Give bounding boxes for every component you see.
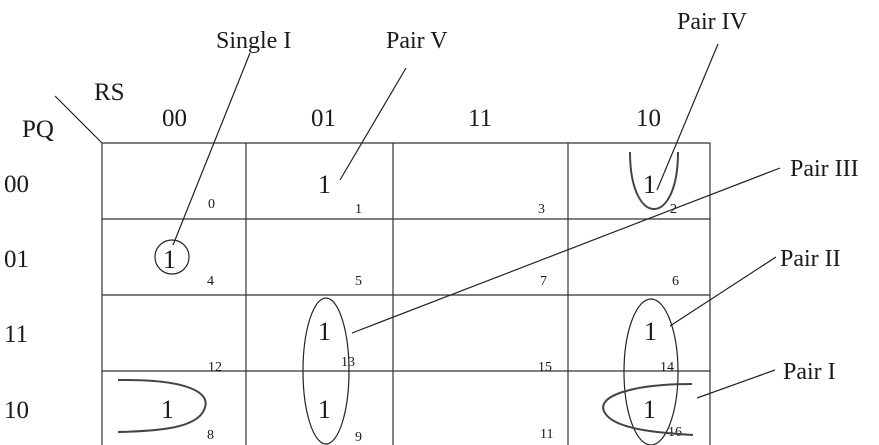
cell-index: 12 — [208, 360, 222, 375]
cell-value: 1 — [318, 170, 331, 199]
pair-i-wrap-left — [117, 378, 207, 433]
row-header-10: 10 — [4, 397, 29, 424]
pair-v-ellipse — [302, 297, 350, 445]
cell-index: 15 — [538, 360, 552, 375]
pair-i-label: Pair I — [783, 359, 836, 385]
cell-index: 9 — [355, 430, 362, 445]
col-header-11: 11 — [468, 105, 492, 132]
cell-value: 1 — [163, 245, 176, 274]
cell-index: 16 — [668, 425, 682, 440]
pair-iii-label: Pair III — [790, 156, 859, 182]
cell-index: 13 — [341, 355, 355, 370]
cell-value: 1 — [644, 317, 657, 346]
pair-iv-wrap — [629, 151, 679, 210]
row-variable-label: PQ — [22, 116, 54, 143]
pair-i-leader — [696, 369, 776, 399]
cell-index: 14 — [660, 360, 674, 375]
cell-index: 3 — [538, 202, 545, 217]
cell-value: 1 — [161, 395, 174, 424]
map-grid — [101, 142, 711, 445]
cell-index: 5 — [355, 274, 362, 289]
pair-v-label: Pair V — [386, 28, 448, 54]
cell-value: 1 — [318, 395, 331, 424]
single-i-leader — [172, 52, 251, 246]
cell-index: 1 — [355, 202, 362, 217]
pair-ii-label: Pair II — [780, 246, 841, 272]
row-header-11: 11 — [4, 321, 28, 348]
cell-index: 7 — [540, 274, 547, 289]
cell-index: 6 — [672, 274, 679, 289]
cell-index: 11 — [540, 427, 553, 442]
cell-value: 1 — [318, 317, 331, 346]
pair-ii-ellipse — [623, 298, 679, 445]
col-header-00: 00 — [162, 105, 187, 132]
pair-ii-leader — [669, 256, 777, 327]
col-variable-label: RS — [94, 79, 125, 106]
col-header-01: 01 — [311, 105, 336, 132]
row-header-01: 01 — [4, 246, 29, 273]
cell-index: 4 — [207, 274, 214, 289]
pair-iv-leader — [656, 43, 719, 191]
pair-i-wrap-right — [602, 383, 694, 436]
single-i-label: Single I — [216, 28, 291, 54]
pair-v-leader — [339, 67, 407, 181]
pair-iv-label: Pair IV — [677, 9, 748, 35]
pair-iii-leader — [351, 167, 781, 334]
grid-outline — [101, 142, 711, 445]
cell-value: 1 — [643, 170, 656, 199]
corner-diagonal — [54, 95, 103, 144]
col-header-10: 10 — [636, 105, 661, 132]
cell-index: 0 — [208, 197, 215, 212]
cell-value: 1 — [643, 395, 656, 424]
cell-index: 8 — [207, 428, 214, 443]
single-i-circle — [154, 239, 190, 275]
row-header-00: 00 — [4, 171, 29, 198]
